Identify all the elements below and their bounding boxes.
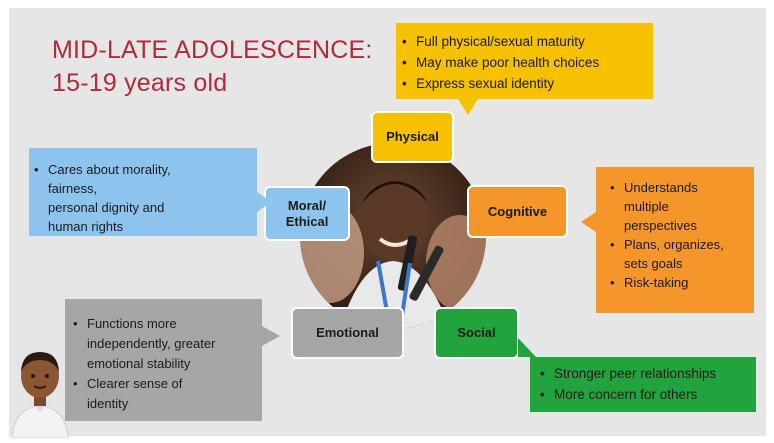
cognitive-bullet: Plans, organizes, sets goals — [610, 235, 748, 273]
teen-speaking-photo — [300, 143, 486, 329]
emotional-callout-pointer — [262, 326, 280, 346]
physical-callout-pointer — [458, 99, 478, 115]
physical-bullet: May make poor health choices — [402, 52, 645, 73]
social-bullet: Stronger peer relationships — [540, 363, 750, 384]
moral-callout: Cares about morality, fairness, personal… — [29, 148, 257, 236]
cognitive-bullet: Understands multiple perspectives — [610, 178, 748, 235]
social-callout: Stronger peer relationships More concern… — [530, 357, 756, 412]
physical-bullet: Full physical/sexual maturity — [402, 31, 645, 52]
title-line-2: 15-19 years old — [52, 69, 228, 97]
hub-cognitive: Cognitive — [467, 185, 568, 238]
emotional-bullet: Clearer sense of identity — [73, 374, 256, 414]
hub-emotional: Emotional — [291, 307, 404, 359]
cognitive-bullet: Risk-taking — [610, 273, 748, 292]
social-bullet: More concern for others — [540, 384, 750, 405]
presenter-avatar-icon — [8, 342, 72, 439]
emotional-callout: Functions more independently, greater em… — [65, 299, 262, 421]
moral-bullet: Cares about morality, fairness, personal… — [34, 160, 249, 236]
photo-illustration — [300, 181, 486, 329]
emotional-bullet: Functions more independently, greater em… — [73, 314, 256, 374]
title-line-1: MID-LATE ADOLESCENCE: — [52, 36, 373, 64]
slide-title: MID-LATE ADOLESCENCE: 15-19 years old — [52, 34, 372, 100]
hub-social: Social — [434, 307, 519, 359]
hub-moral-ethical: Moral/ Ethical — [264, 186, 350, 241]
hub-physical: Physical — [371, 111, 454, 163]
social-callout-pointer — [518, 338, 536, 357]
moral-callout-pointer — [257, 192, 271, 212]
physical-callout: Full physical/sexual maturity May make p… — [396, 23, 653, 99]
cognitive-callout-pointer — [581, 212, 596, 232]
cognitive-callout: Understands multiple perspectives Plans,… — [596, 167, 754, 313]
physical-bullet: Express sexual identity — [402, 73, 645, 94]
